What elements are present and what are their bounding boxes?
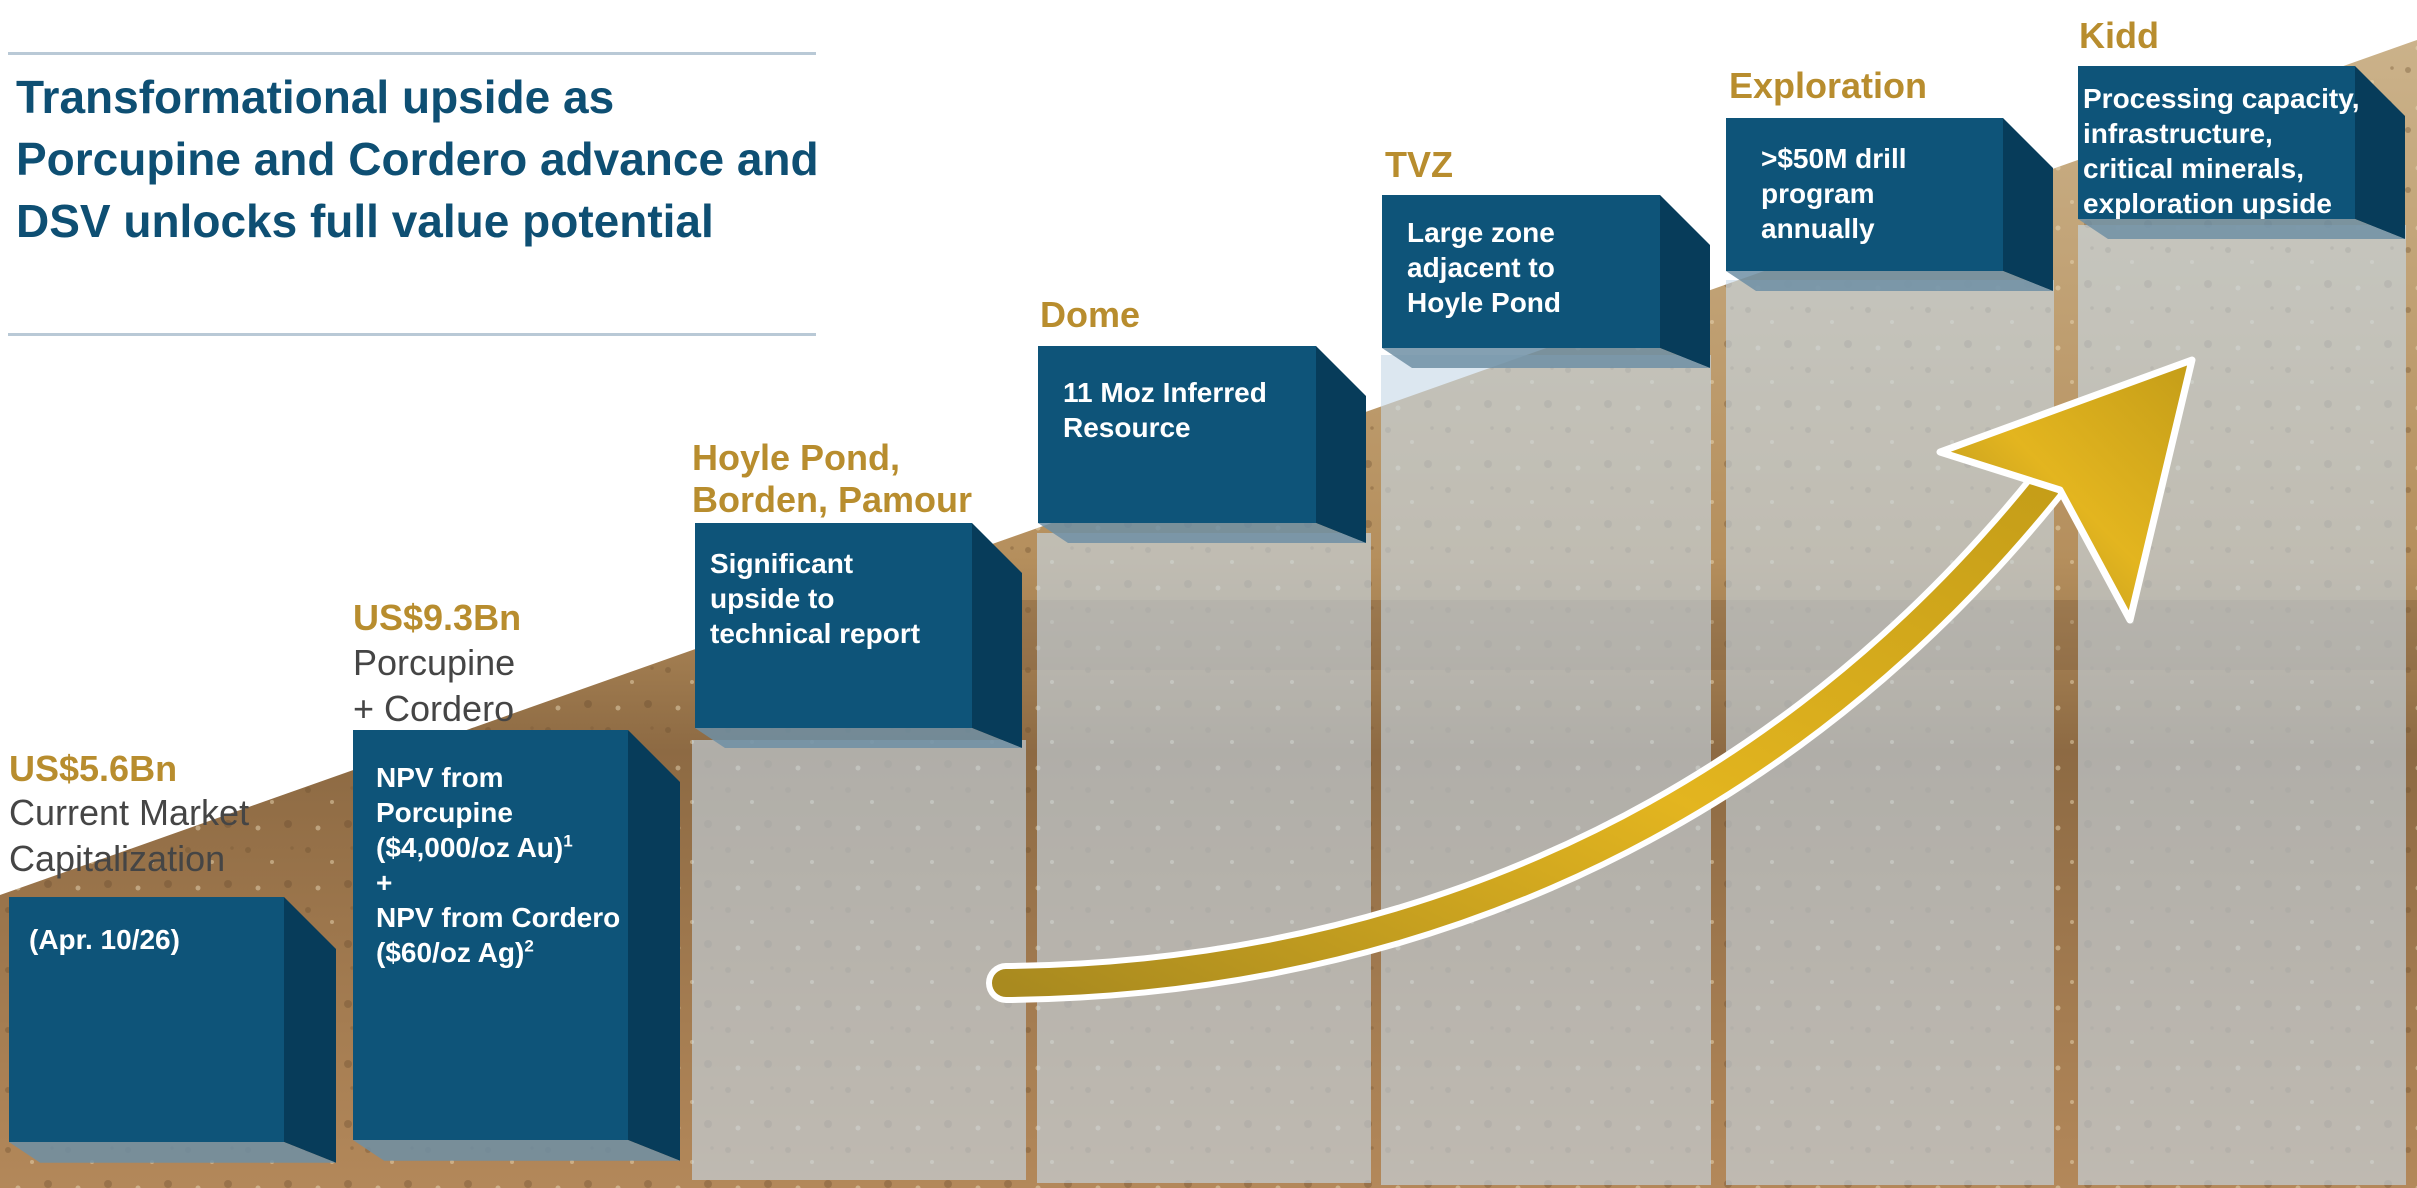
step-4-box-text: 11 Moz Inferred Resource bbox=[1063, 375, 1267, 445]
step-1-box-line-1: (Apr. 10/26) bbox=[29, 924, 180, 955]
step-6-box-front bbox=[1726, 118, 2003, 271]
page-title: Transformational upside as Porcupine and… bbox=[16, 71, 819, 247]
footnote-1-marker: 1 bbox=[563, 831, 573, 851]
step-4-heading: Dome bbox=[1040, 294, 1141, 335]
step-2-box-front bbox=[353, 730, 628, 1140]
step-2-box-line-6: ($60/oz Ag)2 bbox=[376, 936, 534, 968]
step-3-box-line-3: technical report bbox=[710, 618, 921, 649]
step-2-box-line-3: ($4,000/oz Au)1 bbox=[376, 831, 573, 863]
step-5-box-front bbox=[1382, 195, 1660, 348]
step-7-box-line-1: Processing capacity, bbox=[2083, 83, 2360, 114]
step-3-box-line-1: Significant bbox=[710, 548, 854, 579]
step-3-heading-line-1: Hoyle Pond, bbox=[692, 437, 901, 478]
step-6-box-line-3: annually bbox=[1761, 213, 1875, 244]
step-5-box-bottom bbox=[1382, 348, 1710, 368]
step-2-subtitle-line-1: Porcupine bbox=[353, 642, 516, 683]
step-5-box-side bbox=[1660, 195, 1710, 368]
step-4-box-side bbox=[1316, 346, 1366, 543]
footnote-2-marker: 2 bbox=[524, 936, 534, 956]
step-3-heading-line-2: Borden, Pamour bbox=[692, 479, 973, 520]
step-3-box-front bbox=[695, 523, 972, 728]
step-2-box-line-1: NPV from bbox=[376, 762, 504, 793]
step-2-heading: US$9.3Bn bbox=[353, 597, 522, 638]
step-6-box-line-2: program bbox=[1761, 178, 1875, 209]
step-7-heading: Kidd bbox=[2079, 15, 2159, 56]
step-5-box-line-1: Large zone bbox=[1407, 217, 1555, 248]
step-2-box-line-5: NPV from Cordero bbox=[376, 902, 621, 933]
step-1-box-side bbox=[284, 897, 336, 1163]
step-5-box-line-2: adjacent to bbox=[1407, 252, 1555, 283]
step-7-box-line-4: exploration upside bbox=[2083, 188, 2332, 219]
step-1-box-text: (Apr. 10/26) bbox=[29, 922, 180, 957]
step-6-box-side bbox=[2003, 118, 2053, 291]
step-4-box-line-1: 11 Moz Inferred bbox=[1063, 377, 1267, 408]
step-2-box-side bbox=[628, 730, 680, 1161]
column-4 bbox=[1037, 533, 1371, 1183]
step-7-box-side bbox=[2355, 66, 2405, 239]
step-6-box-bottom bbox=[1726, 271, 2053, 291]
step-4-box-line-2: Resource bbox=[1063, 412, 1191, 443]
step-4-box-bottom bbox=[1038, 523, 1366, 543]
step-1-subtitle-line-2: Capitalization bbox=[9, 838, 226, 879]
growth-arrow-shaft bbox=[992, 461, 2069, 997]
column-3 bbox=[692, 740, 1026, 1180]
step-4-box-front bbox=[1038, 346, 1316, 523]
step-7-box-bottom bbox=[2078, 219, 2405, 239]
title-rule-bottom bbox=[8, 333, 816, 336]
step-6-heading: Exploration bbox=[1729, 65, 1928, 106]
step-5-box-text: Large zone adjacent to Hoyle Pond bbox=[1407, 215, 1561, 320]
step-7-box-line-3: critical minerals, bbox=[2083, 153, 2305, 184]
step-7-box-line-2: infrastructure, bbox=[2083, 118, 2273, 149]
step-3-box-line-2: upside to bbox=[710, 583, 835, 614]
step-6-box-line-1: >$50M drill bbox=[1761, 143, 1907, 174]
step-1-heading: US$5.6Bn bbox=[9, 748, 178, 789]
step-3-box-bottom bbox=[695, 728, 1022, 748]
step-3-box-side bbox=[972, 523, 1022, 748]
step-3-box-text: Significant upside to technical report bbox=[710, 546, 920, 651]
step-2-box-text: NPV from Porcupine ($4,000/oz Au)1 + NPV… bbox=[376, 760, 620, 970]
step-7-box-text: Processing capacity, infrastructure, cri… bbox=[2083, 81, 2360, 221]
step-1-subtitle-line-1: Current Market bbox=[9, 792, 250, 833]
step-2-box-line-2: Porcupine bbox=[376, 797, 513, 828]
step-5-heading: TVZ bbox=[1385, 144, 1453, 185]
title-rule-top bbox=[8, 52, 816, 55]
growth-arrow-head bbox=[1936, 356, 2196, 624]
step-6-box-text: >$50M drill program annually bbox=[1761, 141, 1907, 246]
step-5-box-line-3: Hoyle Pond bbox=[1407, 287, 1562, 318]
step-2-box-line-4: + bbox=[376, 867, 393, 898]
step-2-subtitle-line-2: + Cordero bbox=[353, 688, 515, 729]
step-1-box-bottom bbox=[9, 1142, 336, 1163]
column-7 bbox=[2078, 225, 2406, 1185]
column-5 bbox=[1381, 355, 1711, 1185]
step-7-box-front bbox=[2078, 66, 2355, 219]
step-2-box-bottom bbox=[353, 1140, 680, 1161]
step-1-box-front bbox=[9, 897, 284, 1142]
